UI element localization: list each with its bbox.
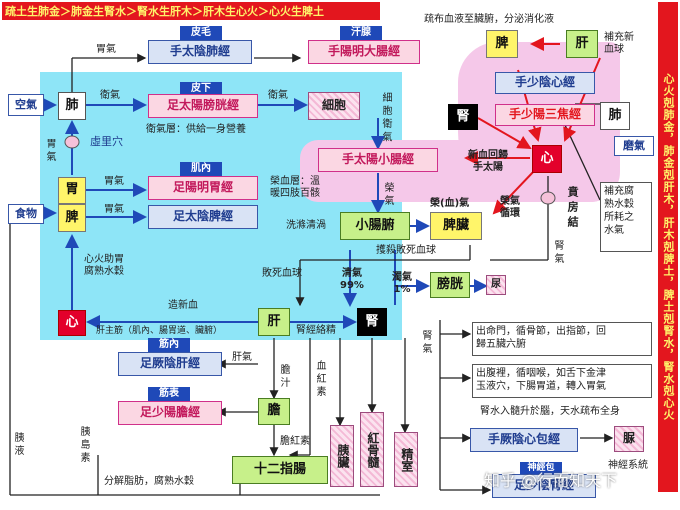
label-pohuai: 擭殺敗死血球 bbox=[376, 245, 436, 256]
organ-gallbladder[interactable]: 膽 bbox=[258, 398, 290, 425]
watermark: 知乎 @行而知天下 bbox=[484, 471, 618, 490]
organ-kidney-top[interactable]: 腎 bbox=[448, 104, 478, 130]
label-rongxueceng: 榮血層：溫 暖四肢百骸 bbox=[270, 176, 320, 199]
tag-shenjing: 神經包 bbox=[520, 462, 562, 474]
label-xuliqu: 虛里穴 bbox=[90, 135, 123, 148]
label-shenqi: 腎 氣 bbox=[552, 240, 563, 264]
label-shenqi-lower: 腎 氣 bbox=[420, 330, 431, 354]
label-weiqi-left: 胃 氣 bbox=[44, 138, 55, 162]
organ-red-marrow[interactable]: 紅骨髓 bbox=[360, 412, 384, 487]
organ-bladder[interactable]: 膀胱 bbox=[430, 272, 470, 298]
organ-heart-right[interactable]: 心 bbox=[532, 145, 562, 173]
label-shenshui: 腎水入髓升於腦，天水疏布全身 bbox=[480, 406, 620, 417]
label-xinhuo: 心火助胃 腐熟水穀 bbox=[84, 254, 124, 277]
label-baisi: 敗死血球 bbox=[262, 268, 302, 279]
meridian-sanjiao[interactable]: 手少陽三焦經 bbox=[495, 104, 595, 126]
label-rongqi-xunhuan: 榮氣 循環 bbox=[500, 196, 520, 219]
tag-jinbiao: 筋表 bbox=[148, 387, 190, 401]
organ-spleen-top[interactable]: 脾 bbox=[486, 30, 518, 58]
tag-jinnei: 筋內 bbox=[148, 338, 190, 352]
label-yiye: 胰 液 bbox=[12, 432, 23, 456]
label-shenjing-xitong: 神經系統 bbox=[608, 460, 648, 471]
meridian-pericardium[interactable]: 手厥陰心包經 bbox=[470, 428, 578, 452]
label-xinxue-huixun: 新血回歸 手太陽 bbox=[468, 150, 508, 173]
organ-spleen-zang[interactable]: 脾臟 bbox=[430, 212, 482, 240]
input-moqi: 磨氣 bbox=[614, 136, 654, 156]
label-ganqi: 肝氣 bbox=[232, 352, 252, 363]
label-baifang: 賁 房 結 bbox=[566, 186, 580, 227]
label-zaoxinxue: 造新血 bbox=[168, 300, 198, 311]
tag-hanxian: 汗腺 bbox=[340, 26, 382, 40]
label-buchong-xin: 補充新 血球 bbox=[604, 32, 634, 55]
organ-lung[interactable]: 肺 bbox=[58, 92, 86, 120]
label-xuehongsu: 血 紅 素 bbox=[314, 360, 325, 397]
organ-liver[interactable]: 肝 bbox=[258, 308, 290, 336]
tag-pimao: 皮毛 bbox=[180, 26, 222, 40]
note-mingmen: 出命門，循骨節，出指節，回 歸五臟六腑 bbox=[472, 322, 652, 356]
label-weiqi-top: 胃氣 bbox=[96, 44, 116, 55]
top-right-note: 疏布血液至臟腑，分泌消化液 bbox=[424, 14, 554, 25]
label-weiqi-lung: 衛氣 bbox=[100, 90, 120, 101]
organ-brain[interactable]: 脲 bbox=[614, 426, 644, 452]
meridian-lung[interactable]: 手太陰肺經 bbox=[148, 40, 252, 64]
meridian-bladder[interactable]: 足太陽膀胱經 bbox=[148, 94, 258, 118]
label-weiqi-stomach: 胃氣 bbox=[104, 176, 124, 187]
organ-urine[interactable]: 尿 bbox=[486, 275, 506, 295]
note-buchong: 補充腐 熟水穀 所耗之 水氣 bbox=[600, 182, 652, 252]
label-qingqi: 清氣 99% bbox=[340, 268, 364, 291]
organ-spleen[interactable]: 脾 bbox=[58, 204, 86, 232]
label-rong-xueqi: 榮(血)氣 bbox=[430, 198, 470, 209]
organ-liver-top[interactable]: 肝 bbox=[566, 30, 598, 58]
organ-stomach[interactable]: 胃 bbox=[58, 177, 86, 204]
organ-kidney[interactable]: 腎 bbox=[357, 308, 387, 336]
organ-small-intestine[interactable]: 小腸腑 bbox=[340, 212, 410, 240]
label-rongqi: 榮 氣 bbox=[382, 182, 393, 206]
input-air: 空氣 bbox=[8, 94, 44, 116]
meridian-heart[interactable]: 手少陰心經 bbox=[495, 72, 595, 94]
label-shenjing-mai: 腎經絡精 bbox=[296, 325, 336, 336]
organ-cell[interactable]: 細胞 bbox=[308, 92, 360, 120]
top-banner: 疏土生肺金＞肺金生腎水＞腎水生肝木＞肝木生心火＞心火生脾土 bbox=[2, 2, 380, 20]
meridian-stomach[interactable]: 足陽明胃經 bbox=[148, 176, 258, 200]
meridian-liver[interactable]: 足厥陰肝經 bbox=[118, 352, 222, 376]
label-weiqiceng: 衛氣層：供給一身營養 bbox=[146, 124, 246, 135]
label-zhuoqi: 濁氣 1% bbox=[392, 272, 412, 295]
organ-jingshi[interactable]: 精室 bbox=[394, 432, 418, 487]
note-fuli: 出腹裡，循咽喉，如舌下金津 玉液穴，下腸胃道，轉入胃氣 bbox=[472, 364, 652, 398]
meridian-gallbladder[interactable]: 足少陽膽經 bbox=[118, 401, 222, 425]
label-weiqi-bladder: 衛氣 bbox=[268, 90, 288, 101]
label-xibao-weiqi: 細 胞 衛 氣 bbox=[380, 92, 391, 142]
meridian-kidney[interactable]: 足少陰腎經 bbox=[492, 474, 596, 498]
label-danhongsu: 膽紅素 bbox=[280, 436, 310, 447]
organ-lung-right[interactable]: 肺 bbox=[600, 102, 630, 130]
label-fenjie: 分解脂肪，腐熟水穀 bbox=[104, 476, 194, 487]
organ-duodenum[interactable]: 十二指腸 bbox=[232, 456, 328, 484]
organ-pancreas[interactable]: 胰臟 bbox=[330, 425, 354, 487]
label-yidaosu: 胰 島 素 bbox=[78, 426, 89, 463]
label-weiqi-spleen: 胃氣 bbox=[104, 204, 124, 215]
label-danzhi: 膽 汁 bbox=[278, 364, 289, 388]
meridian-small-intestine[interactable]: 手太陽小腸經 bbox=[318, 148, 438, 172]
right-vertical-banner: 心火剋肺金，肺金剋肝木，肝木剋脾土，脾土剋腎水，腎水剋心火 bbox=[658, 2, 678, 492]
meridian-large-intestine[interactable]: 手陽明大腸經 bbox=[308, 40, 420, 64]
organ-heart-left[interactable]: 心 bbox=[58, 310, 86, 336]
label-ganzhujin: 肝主筋（肌內、腸胃道、臟腑） bbox=[96, 326, 223, 336]
input-food: 食物 bbox=[8, 204, 44, 224]
label-xixie: 洗滌清渦 bbox=[286, 220, 326, 231]
meridian-spleen[interactable]: 足太陰脾經 bbox=[148, 205, 258, 229]
tag-jirou: 肌內 bbox=[180, 162, 222, 176]
